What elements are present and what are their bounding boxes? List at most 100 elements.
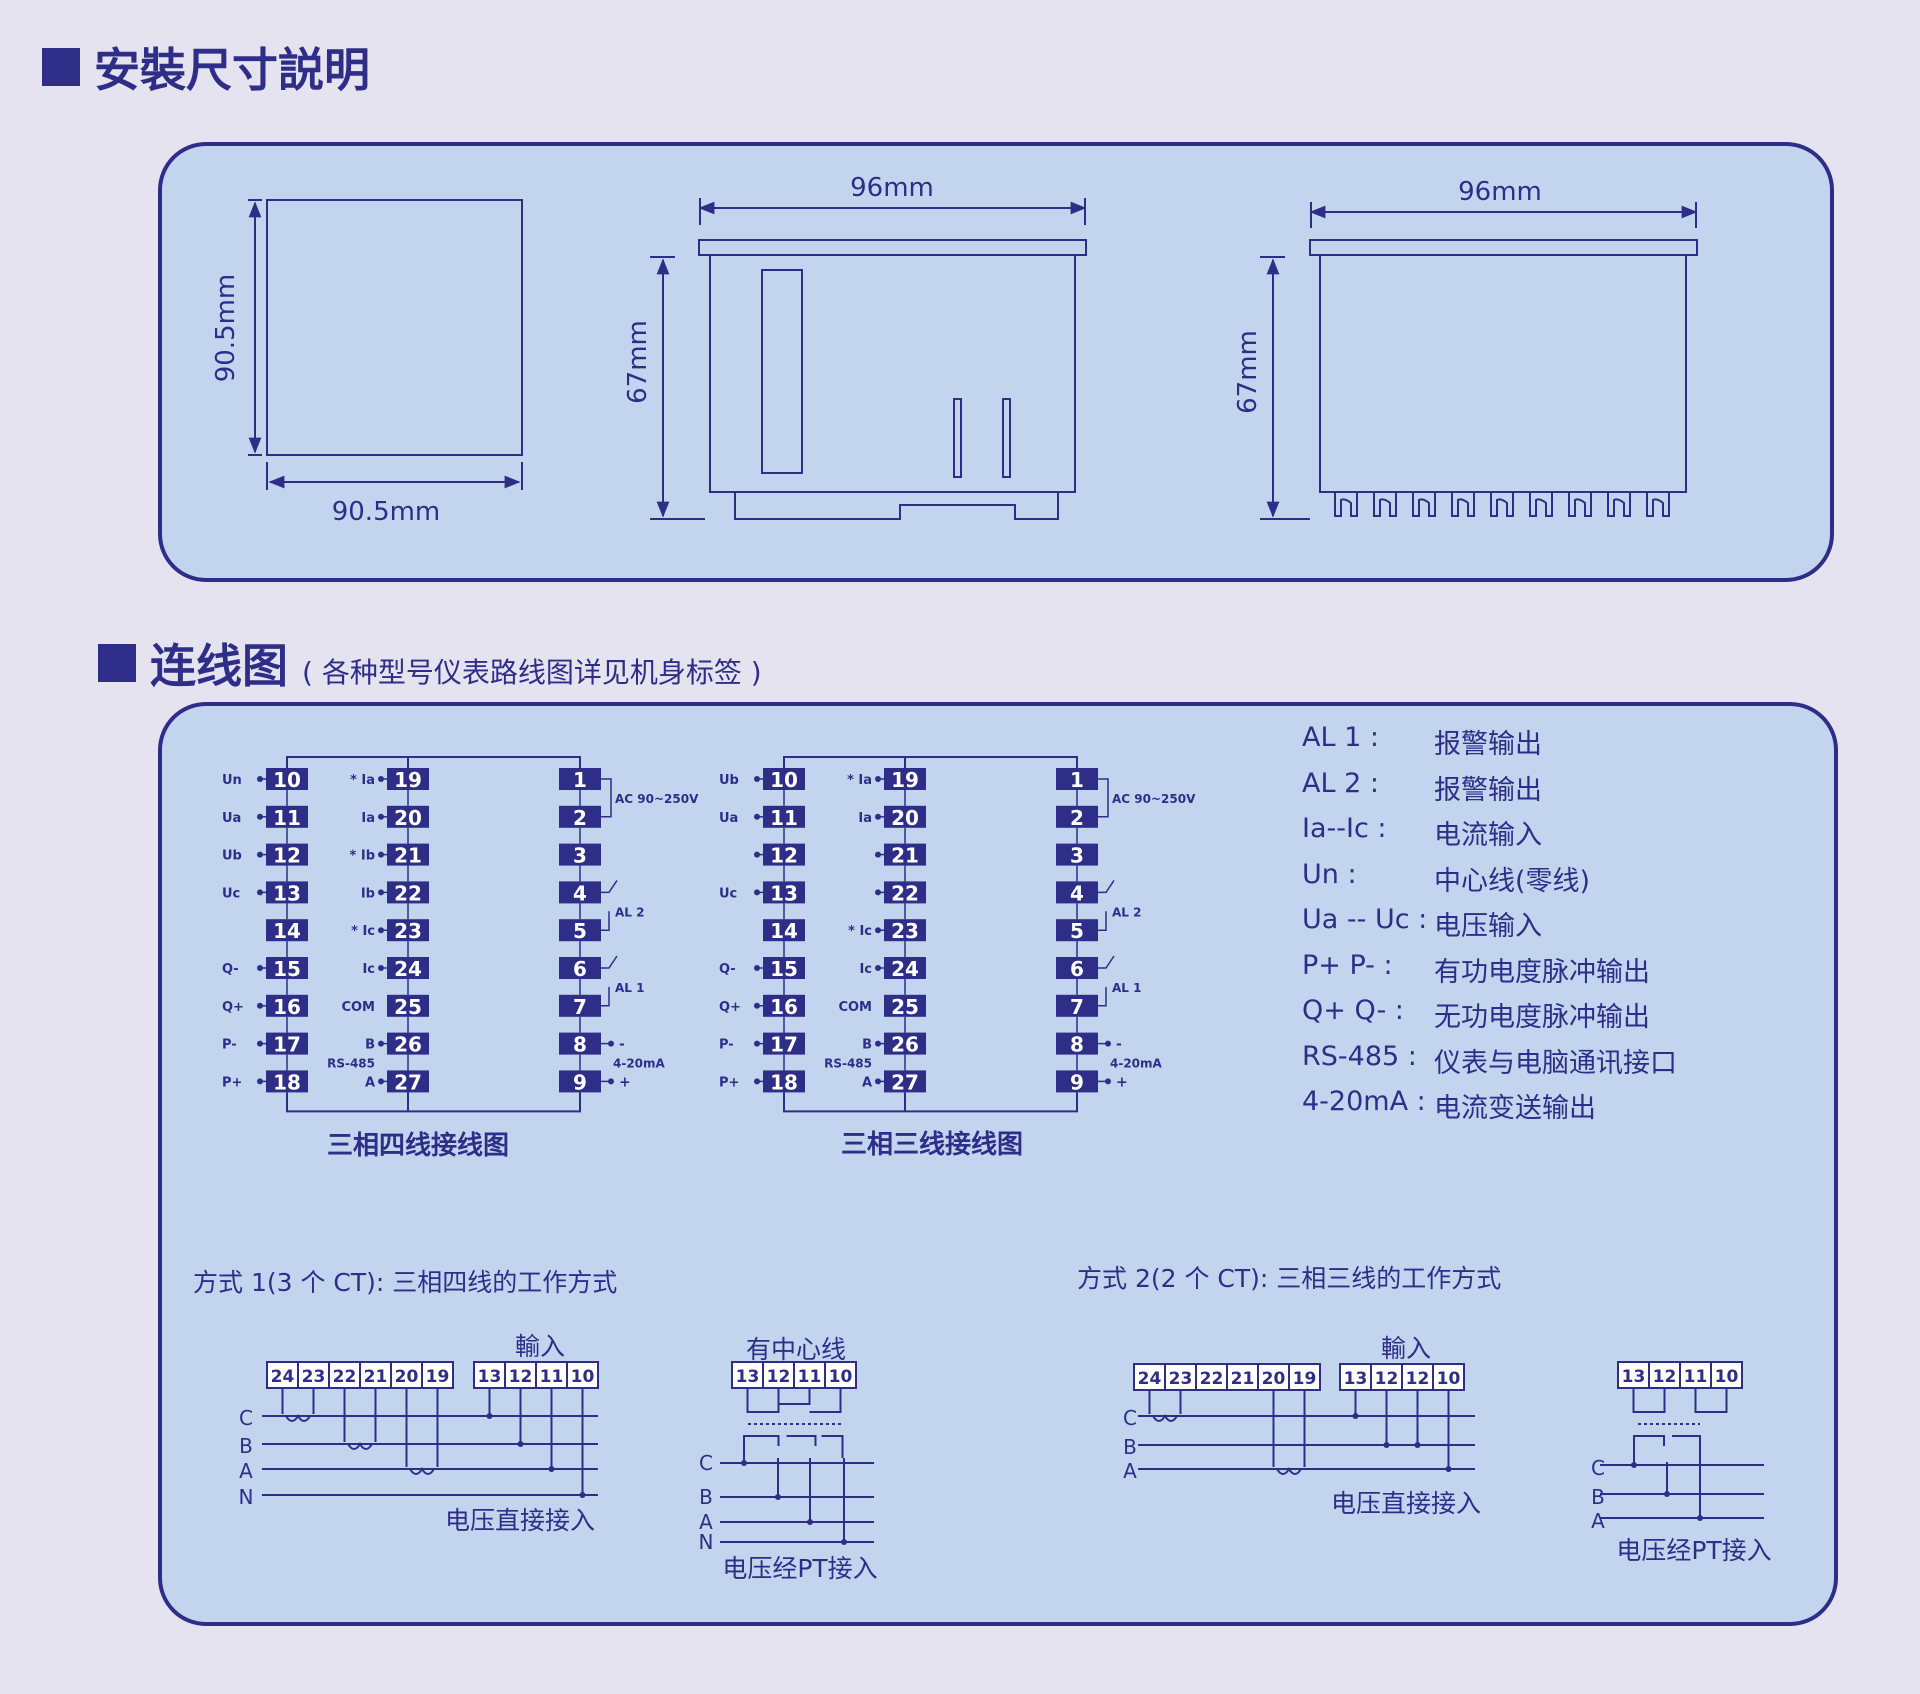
strip-cell — [1679, 1361, 1712, 1389]
terminal-block — [763, 994, 805, 1017]
ct-coil-icon — [285, 1414, 311, 1422]
strip-number: 10 — [829, 1367, 853, 1387]
al1-label: AL 1 — [1112, 981, 1141, 995]
terminal-label: * Ic — [848, 924, 872, 939]
terminal-dot — [608, 1078, 614, 1085]
terminal-block — [763, 768, 805, 790]
junction-dot — [1383, 1442, 1390, 1448]
terminal-pin — [1646, 492, 1670, 517]
side-view-drawing — [650, 198, 1087, 520]
terminal-block — [1056, 957, 1098, 979]
terminal-number: 5 — [573, 919, 587, 943]
minus-label: - — [1116, 1037, 1122, 1053]
terminal-block — [266, 919, 308, 942]
terminal-number: 9 — [1070, 1070, 1084, 1094]
terminal-label: Un — [222, 773, 242, 788]
mode1-direct-caption: 电压直接接入 — [445, 1506, 595, 1535]
ac-supply-label: AC 90~250V — [1112, 792, 1196, 806]
mode2-direct-caption: 电压直接接入 — [1331, 1489, 1481, 1518]
terminal-label: Uc — [222, 886, 240, 901]
wiring-note: ( 各种型号仪表路线图详见机身标签 ) — [302, 656, 762, 689]
terminal-label: Uc — [719, 886, 737, 901]
strip-cell — [1710, 1361, 1743, 1389]
terminal-number: 8 — [573, 1033, 587, 1057]
terminal-block — [266, 843, 308, 866]
terminal-block — [1056, 768, 1098, 790]
terminal-number: 24 — [394, 957, 422, 981]
terminal-number: 18 — [770, 1070, 798, 1094]
ct-coil-icon — [1276, 1467, 1302, 1475]
terminal-block — [559, 843, 601, 866]
terminal-number: 17 — [770, 1033, 798, 1057]
strip-number: 12 — [1406, 1369, 1430, 1389]
terminal-number: 16 — [273, 995, 301, 1019]
terminal-label: P- — [222, 1038, 237, 1053]
cutout-outline — [266, 199, 523, 456]
terminal-pin — [1373, 492, 1397, 517]
terminal-number: 11 — [770, 806, 798, 830]
terminal-block — [884, 957, 926, 979]
terminal-label: Ua — [719, 811, 738, 826]
cutout-width-label: 90.5mm — [332, 497, 441, 527]
legend-value: 有功电度脉冲输出 — [1434, 956, 1650, 988]
terminal-block — [387, 805, 429, 828]
terminal-block — [763, 805, 805, 828]
legend-row: 4-20mA :电流变送输出 — [1302, 1086, 1677, 1132]
junction-dot — [807, 1519, 813, 1525]
mode2-pt-caption: 电压经PT接入 — [1616, 1536, 1771, 1565]
terminal-number: 20 — [394, 806, 422, 830]
legend-key: P+ P- : — [1302, 949, 1393, 981]
junction-dot — [548, 1466, 555, 1472]
phase-label: B — [239, 1434, 253, 1458]
terminal-label: Ub — [222, 849, 242, 864]
terminal-number: 15 — [273, 957, 301, 981]
strip-number: 23 — [1169, 1369, 1193, 1389]
three-wire-terminal-diagram: 1011121314151617181920212223242526271234… — [719, 756, 1196, 1113]
terminal-number: 27 — [394, 1070, 422, 1094]
terminal-block — [763, 843, 805, 866]
terminal-number: 13 — [273, 881, 301, 905]
terminal-label: B — [365, 1038, 375, 1053]
terminal-number: 23 — [891, 919, 919, 943]
terminal-block — [1056, 919, 1098, 942]
terminal-number: 10 — [770, 768, 798, 792]
terminal-pin — [1490, 492, 1514, 517]
side-depth-label: 67mm — [623, 320, 653, 404]
phase-label: C — [1123, 1406, 1137, 1430]
back-width-label: 96mm — [1458, 177, 1542, 207]
terminal-block — [387, 994, 429, 1017]
terminal-block — [884, 881, 926, 904]
strip-number: 24 — [271, 1367, 295, 1387]
terminal-label: Ib — [361, 886, 375, 901]
legend-row: Q+ Q- :无功电度脉冲输出 — [1302, 995, 1677, 1041]
legend-value: 中心线(零线) — [1434, 865, 1591, 897]
terminal-block — [559, 919, 601, 942]
terminal-label: P+ — [222, 1075, 242, 1090]
strip-number: 11 — [1684, 1367, 1708, 1387]
legend-row: Un :中心线(零线) — [1302, 859, 1677, 905]
strip-cell — [421, 1361, 454, 1389]
terminal-block — [559, 1032, 601, 1055]
strip-number: 10 — [1437, 1369, 1461, 1389]
terminal-label: COM — [838, 1000, 872, 1015]
terminal-number: 4 — [1070, 881, 1084, 905]
plus-label: + — [619, 1074, 631, 1090]
terminal-label: Q+ — [719, 1000, 741, 1015]
terminal-block — [1056, 1070, 1098, 1093]
terminal-number: 18 — [273, 1070, 301, 1094]
terminal-block — [266, 994, 308, 1017]
terminal-label: * Ia — [847, 773, 872, 788]
terminal-number: 11 — [273, 806, 301, 830]
legend-value: 电流变送输出 — [1434, 1093, 1596, 1124]
mode1-input-label: 輸入 — [515, 1332, 565, 1361]
strip-number: 20 — [395, 1367, 419, 1387]
terminal-block — [387, 768, 429, 790]
strip-cell — [1370, 1363, 1403, 1391]
wiring-panel — [158, 702, 1838, 1626]
terminal-label: * Ib — [350, 849, 375, 864]
terminal-number: 19 — [891, 768, 919, 792]
junction-dot — [486, 1413, 493, 1419]
terminal-number: 19 — [394, 768, 422, 792]
terminal-block — [884, 805, 926, 828]
junction-dot — [1631, 1462, 1637, 1468]
